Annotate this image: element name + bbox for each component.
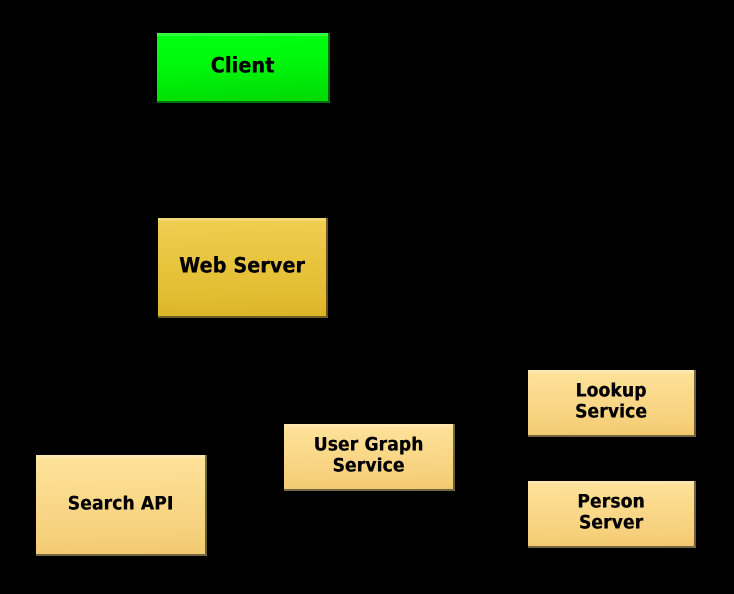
node-client-label: Client bbox=[210, 53, 275, 79]
node-search-api[interactable]: Search API bbox=[36, 455, 207, 556]
node-web-server[interactable]: Web Server bbox=[158, 218, 328, 318]
node-search-api-label: Search API bbox=[67, 492, 174, 516]
node-web-server-label: Web Server bbox=[179, 253, 305, 279]
node-client[interactable]: Client bbox=[157, 33, 330, 103]
